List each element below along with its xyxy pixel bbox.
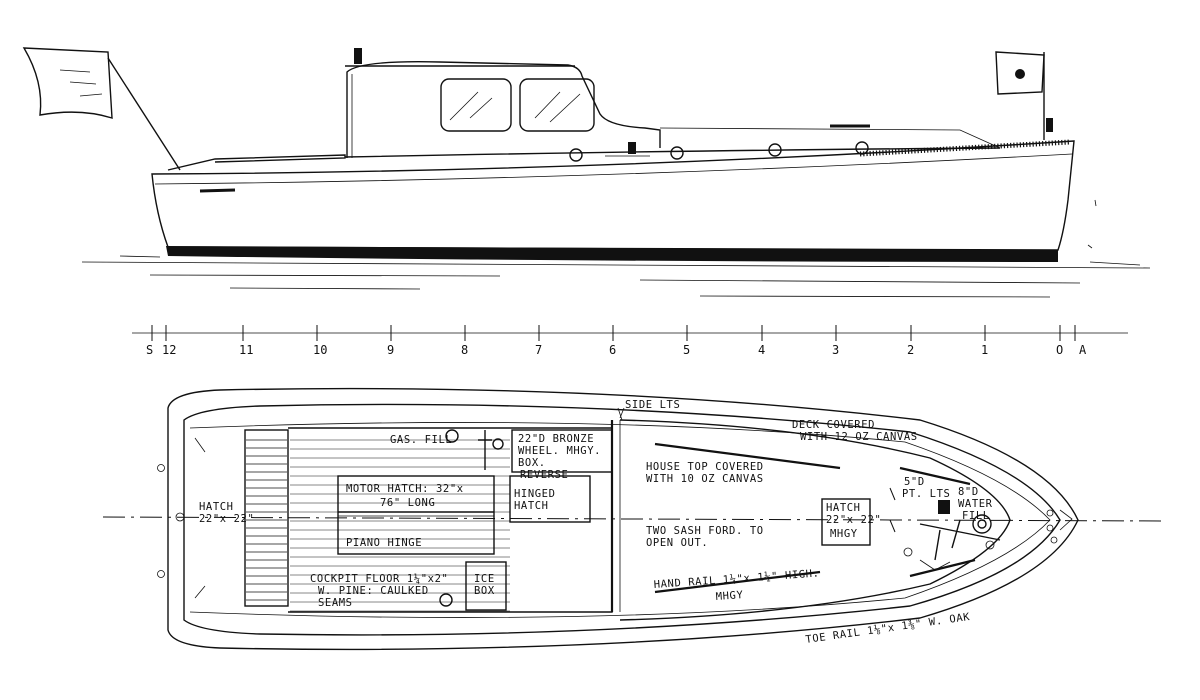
cabin-house-top bbox=[619, 419, 1011, 621]
label-motor-hatch: 76" LONG bbox=[380, 497, 435, 509]
label-side-lights: SIDE LTS bbox=[625, 399, 680, 411]
label-hand-rail: HAND RAIL 1¼"x 1½" HIGH. bbox=[653, 567, 820, 591]
forward-hatch bbox=[821, 498, 871, 546]
station-label: 6 bbox=[609, 343, 616, 357]
label-forward-hatch: MHGY bbox=[830, 528, 858, 540]
label-bronze-wheel: 22"D BRONZE bbox=[518, 433, 594, 445]
label-water-fill: FILL bbox=[962, 510, 990, 522]
label-hinged-hatch: HINGED bbox=[514, 488, 556, 500]
water-fill-cap bbox=[972, 514, 992, 534]
label-hand-rail: MHGY bbox=[715, 589, 744, 603]
label-hinged-hatch: HATCH bbox=[514, 500, 549, 512]
label-forward-hatch: 22"x 22" bbox=[826, 514, 881, 526]
label-toe-rail: TOE RAIL 1⅛"x 1⅜" W. OAK bbox=[805, 611, 971, 646]
station-label: 2 bbox=[907, 343, 914, 357]
station-label: 12 bbox=[162, 343, 176, 357]
aft-deck-grating bbox=[244, 429, 289, 607]
label-forward-hatch: HATCH bbox=[826, 502, 861, 514]
bow-flag bbox=[995, 51, 1053, 140]
label-house-top: WITH 10 OZ CANVAS bbox=[646, 473, 764, 485]
label-water-fill: WATER bbox=[958, 498, 993, 510]
station-label: 4 bbox=[758, 343, 765, 357]
cockpit bbox=[288, 420, 621, 613]
gas-fill-cap bbox=[445, 429, 459, 443]
cabin-window bbox=[440, 78, 512, 132]
porthole bbox=[768, 143, 782, 157]
plan-view: SIDE LTS GAS. FILL 22"D BRONZE WHEEL. MH… bbox=[102, 387, 1166, 651]
foredeck-fittings bbox=[889, 487, 1001, 571]
label-aft-hatch: 22"x 22" bbox=[199, 513, 254, 525]
profile-view bbox=[22, 47, 1151, 298]
station-label: 1 bbox=[981, 343, 988, 357]
station-label: 5 bbox=[683, 343, 690, 357]
station-label: 3 bbox=[832, 343, 839, 357]
label-ice-box: ICE bbox=[474, 573, 495, 585]
hull-plan bbox=[157, 387, 1079, 651]
cabin-house bbox=[345, 48, 869, 162]
label-cockpit-floor: SEAMS bbox=[318, 597, 353, 609]
deck-sheer bbox=[167, 124, 1001, 171]
station-label: A bbox=[1079, 343, 1087, 357]
station-label: O bbox=[1056, 343, 1063, 357]
porthole bbox=[569, 148, 583, 162]
label-motor-hatch: MOTOR HATCH: 32"x bbox=[346, 483, 464, 495]
station-label: 7 bbox=[535, 343, 542, 357]
label-bronze-wheel: WHEEL. MHGY. bbox=[518, 445, 601, 457]
station-label: S bbox=[146, 343, 153, 357]
station-label: 8 bbox=[461, 343, 468, 357]
motor-hatch bbox=[337, 475, 495, 555]
porthole bbox=[670, 146, 684, 160]
station-label: 10 bbox=[313, 343, 327, 357]
station-label: 11 bbox=[239, 343, 253, 357]
stern-flag bbox=[22, 47, 181, 171]
label-water-fill: 8"D bbox=[958, 486, 979, 498]
label-gas-fill: GAS. FILL bbox=[390, 434, 452, 446]
masthead-light bbox=[354, 48, 362, 64]
plan-labels: SIDE LTS GAS. FILL 22"D BRONZE WHEEL. MH… bbox=[199, 399, 993, 646]
label-piano-hinge: PIANO HINGE bbox=[346, 537, 422, 549]
water-lines bbox=[81, 255, 1151, 298]
label-ice-box: BOX bbox=[474, 585, 495, 597]
station-scale: S 12 11 10 9 8 7 6 5 4 3 2 1 O A bbox=[132, 325, 1128, 357]
ice-box bbox=[465, 561, 507, 611]
label-lights: 5"D bbox=[904, 476, 925, 488]
label-cockpit-floor: COCKPIT FLOOR 1¼"x2" bbox=[310, 573, 448, 585]
hinged-hatch bbox=[509, 475, 591, 523]
label-house-top: HOUSE TOP COVERED bbox=[646, 461, 764, 473]
label-sash: OPEN OUT. bbox=[646, 537, 708, 549]
cabin-window bbox=[519, 78, 595, 132]
porthole bbox=[855, 141, 869, 155]
centerline bbox=[102, 516, 1166, 522]
label-reverse: REVERSE bbox=[520, 469, 568, 481]
label-deck-covered: DECK COVERED bbox=[792, 419, 875, 431]
label-sash: TWO SASH FORD. TO bbox=[646, 525, 764, 537]
label-lights: PT. LTS bbox=[902, 488, 950, 500]
label-deck-covered: WITH 12 OZ CANVAS bbox=[800, 431, 918, 443]
label-aft-hatch: HATCH bbox=[199, 501, 234, 513]
label-bronze-wheel: BOX. bbox=[518, 457, 546, 469]
station-label: 9 bbox=[387, 343, 394, 357]
label-cockpit-floor: W. PINE: CAULKED bbox=[318, 585, 429, 597]
